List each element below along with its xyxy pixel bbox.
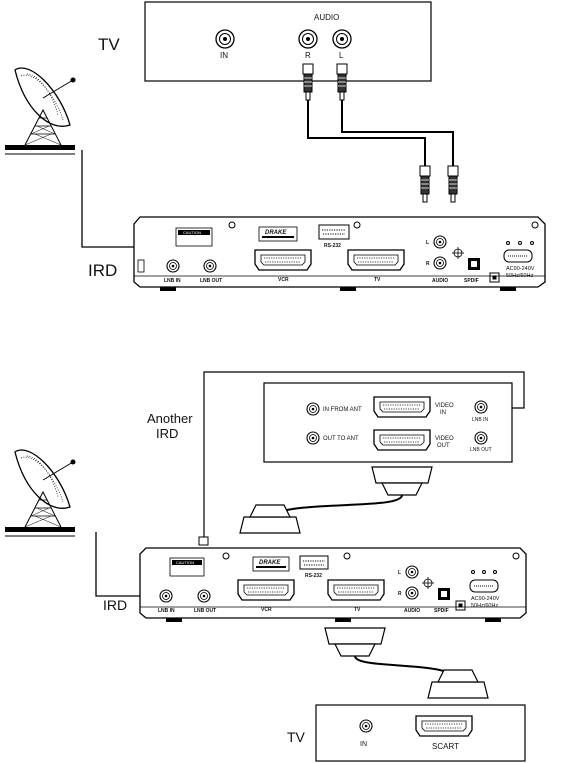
another-lnb-out-label: LNB OUT [470, 447, 492, 453]
ird-label-bottom: IRD [103, 597, 127, 613]
vcr-label-bottom: VCR [261, 607, 272, 613]
ird-label-top: IRD [88, 261, 117, 280]
caution-label-top: CAUTION [183, 230, 201, 235]
tv-r-label: R [305, 51, 311, 60]
lnb-out-label-bottom: LNB OUT [194, 608, 216, 614]
audio-l-label-top: L [426, 240, 429, 246]
another-ird-line1: Another [147, 411, 193, 426]
top-diagram: TV AUDIO IN R L IRD [4, 1, 546, 291]
rca-plugs-bottom [419, 165, 459, 203]
scart-plug-upper [371, 466, 433, 496]
receiver-bottom: CAUTION DRAKE RS-232 LNB IN LNB OUT VCR … [139, 547, 527, 622]
power-label-bottom-1: AC90-240V [471, 596, 500, 602]
video-in-label-1: VIDEO [435, 403, 454, 409]
tv-label-bottom: TV [287, 729, 306, 745]
another-ird-line2: IRD [156, 426, 178, 441]
bottom-diagram: Another IRD IN FROM ANT OUT TO ANT VIDEO… [4, 371, 527, 762]
audio-label-bottom: AUDIO [404, 608, 420, 614]
in-from-ant-label: IN FROM ANT [323, 407, 362, 413]
tv-scart-label-top: TV [374, 277, 381, 283]
rs232-label-bottom: RS-232 [305, 573, 322, 579]
audio-cable-top [307, 100, 454, 170]
scart-plug-receiver [324, 627, 386, 657]
vcr-scart-top [254, 249, 312, 271]
video-in-scart [373, 396, 431, 418]
brand-label-bottom: DRAKE [259, 560, 281, 566]
vcr-scart-bottom [237, 579, 295, 601]
satellite-dish-top [4, 67, 77, 155]
scart-cable-upper [269, 494, 403, 516]
tv-label-top: TV [98, 35, 120, 54]
spdif-label-bottom: SPDIF [434, 608, 449, 614]
tv-scart-text: SCART [432, 742, 459, 751]
video-in-label-2: IN [440, 410, 446, 416]
audio-r-label-bottom: R [398, 591, 402, 597]
spdif-label-top: SPDIF [464, 278, 479, 284]
scart-plug-tv [427, 669, 489, 699]
out-to-ant-label: OUT TO ANT [323, 436, 359, 442]
power-label-top-2: 50Hz/60Hz [506, 273, 533, 279]
tv-scart-top [347, 249, 405, 271]
video-out-scart [373, 429, 431, 451]
lnb-in-label-bottom: LNB IN [158, 608, 175, 614]
tv-box-top [144, 1, 432, 82]
tv-scart-label-bottom: TV [354, 607, 361, 613]
another-lnb-in-label: LNB IN [472, 417, 489, 423]
lnb-out-label-top: LNB OUT [200, 278, 222, 284]
brand-label-top: DRAKE [265, 230, 287, 236]
video-out-label-2: OUT [437, 443, 450, 449]
satellite-dish-bottom [4, 449, 77, 537]
audio-r-label-top: R [426, 261, 430, 267]
tv-in-label: IN [220, 51, 228, 60]
power-label-top-1: AC90-240V [506, 266, 535, 272]
lnb-cable-top [81, 150, 138, 248]
audio-label-top: AUDIO [432, 278, 448, 284]
lnb-cable-bottom [95, 532, 144, 597]
power-label-bottom-2: 50Hz/60Hz [471, 603, 498, 609]
rs232-label-top: RS-232 [324, 243, 341, 249]
tv-l-label: L [339, 51, 344, 60]
vcr-label-top: VCR [278, 277, 289, 283]
caution-label-bottom: CAUTION [176, 560, 194, 565]
tv-audio-label: AUDIO [314, 13, 339, 22]
tv-scart-bottom [327, 579, 385, 601]
loop-cable [203, 371, 525, 540]
tv-in-label-bottom: IN [360, 741, 367, 748]
lnb-in-label-top: LNB IN [164, 278, 181, 284]
video-out-label-1: VIDEO [435, 436, 454, 442]
tv-scart-input [415, 715, 473, 737]
receiver-top: CAUTION DRAKE RS-232 LNB IN LNB OUT VCR … [133, 216, 546, 291]
audio-l-label-bottom: L [398, 570, 401, 576]
